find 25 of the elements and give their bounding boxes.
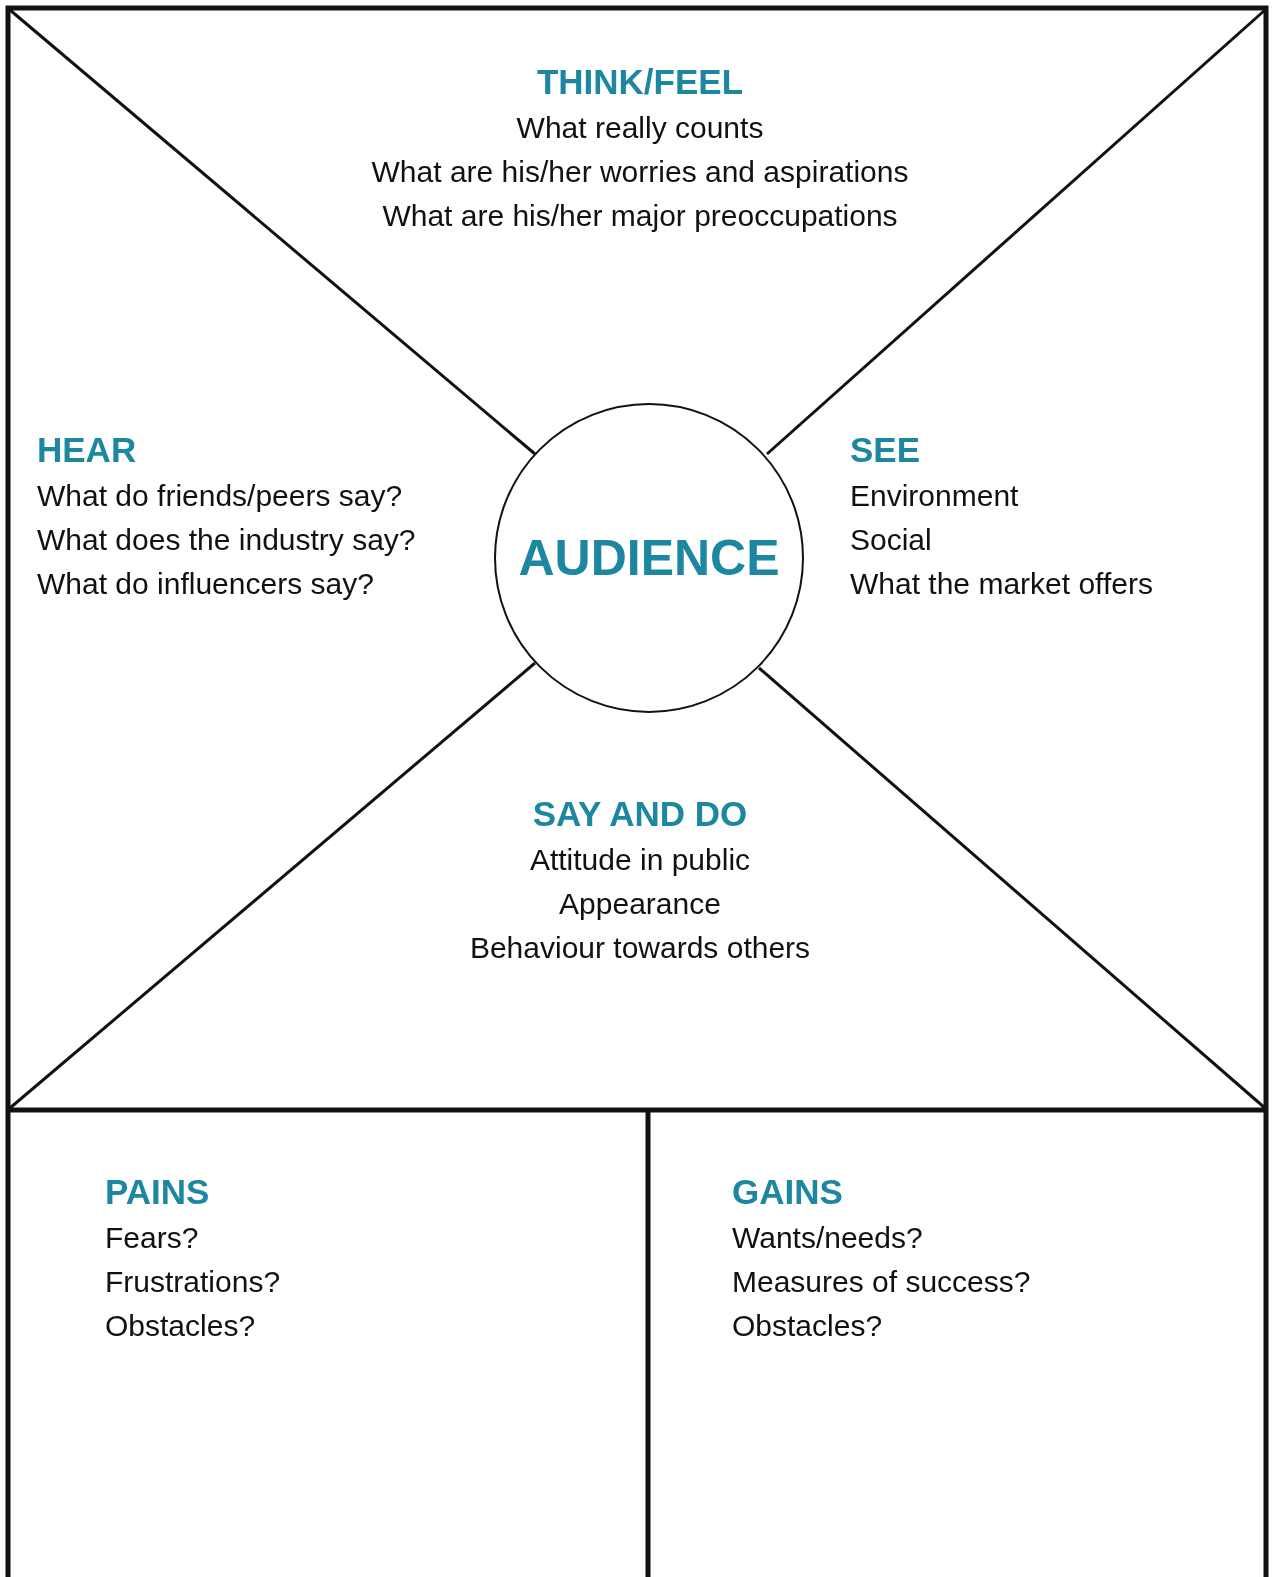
center-label: AUDIENCE — [518, 529, 780, 587]
prompt-text: Obstacles? — [105, 1308, 256, 1344]
prompt-text: What are his/her major preoccupations — [382, 198, 898, 234]
section-heading: SEE — [850, 429, 921, 471]
prompt-text: What really counts — [516, 110, 764, 146]
prompt-text: What the market offers — [850, 566, 1153, 602]
section-heading: GAINS — [732, 1171, 843, 1213]
prompt-text: What are his/her worries and aspirations — [371, 154, 909, 190]
prompt-text: Behaviour towards others — [469, 930, 811, 966]
prompt-text: Appearance — [559, 886, 721, 922]
section-heading: SAY AND DO — [532, 793, 748, 835]
section-heading: THINK/FEEL — [536, 61, 744, 103]
prompt-text: What do friends/peers say? — [37, 478, 403, 514]
prompt-text: Measures of success? — [732, 1264, 1031, 1300]
prompt-text: Environment — [850, 478, 1019, 514]
section-heading: PAINS — [105, 1171, 210, 1213]
prompt-text: Attitude in public — [529, 842, 751, 878]
prompt-text: What do influencers say? — [37, 566, 374, 602]
prompt-text: Frustrations? — [105, 1264, 281, 1300]
prompt-text: Obstacles? — [732, 1308, 883, 1344]
prompt-text: What does the industry say? — [37, 522, 416, 558]
prompt-text: Fears? — [105, 1220, 199, 1256]
prompt-text: Wants/needs? — [732, 1220, 923, 1256]
section-heading: HEAR — [37, 429, 137, 471]
prompt-text: Social — [850, 522, 932, 558]
